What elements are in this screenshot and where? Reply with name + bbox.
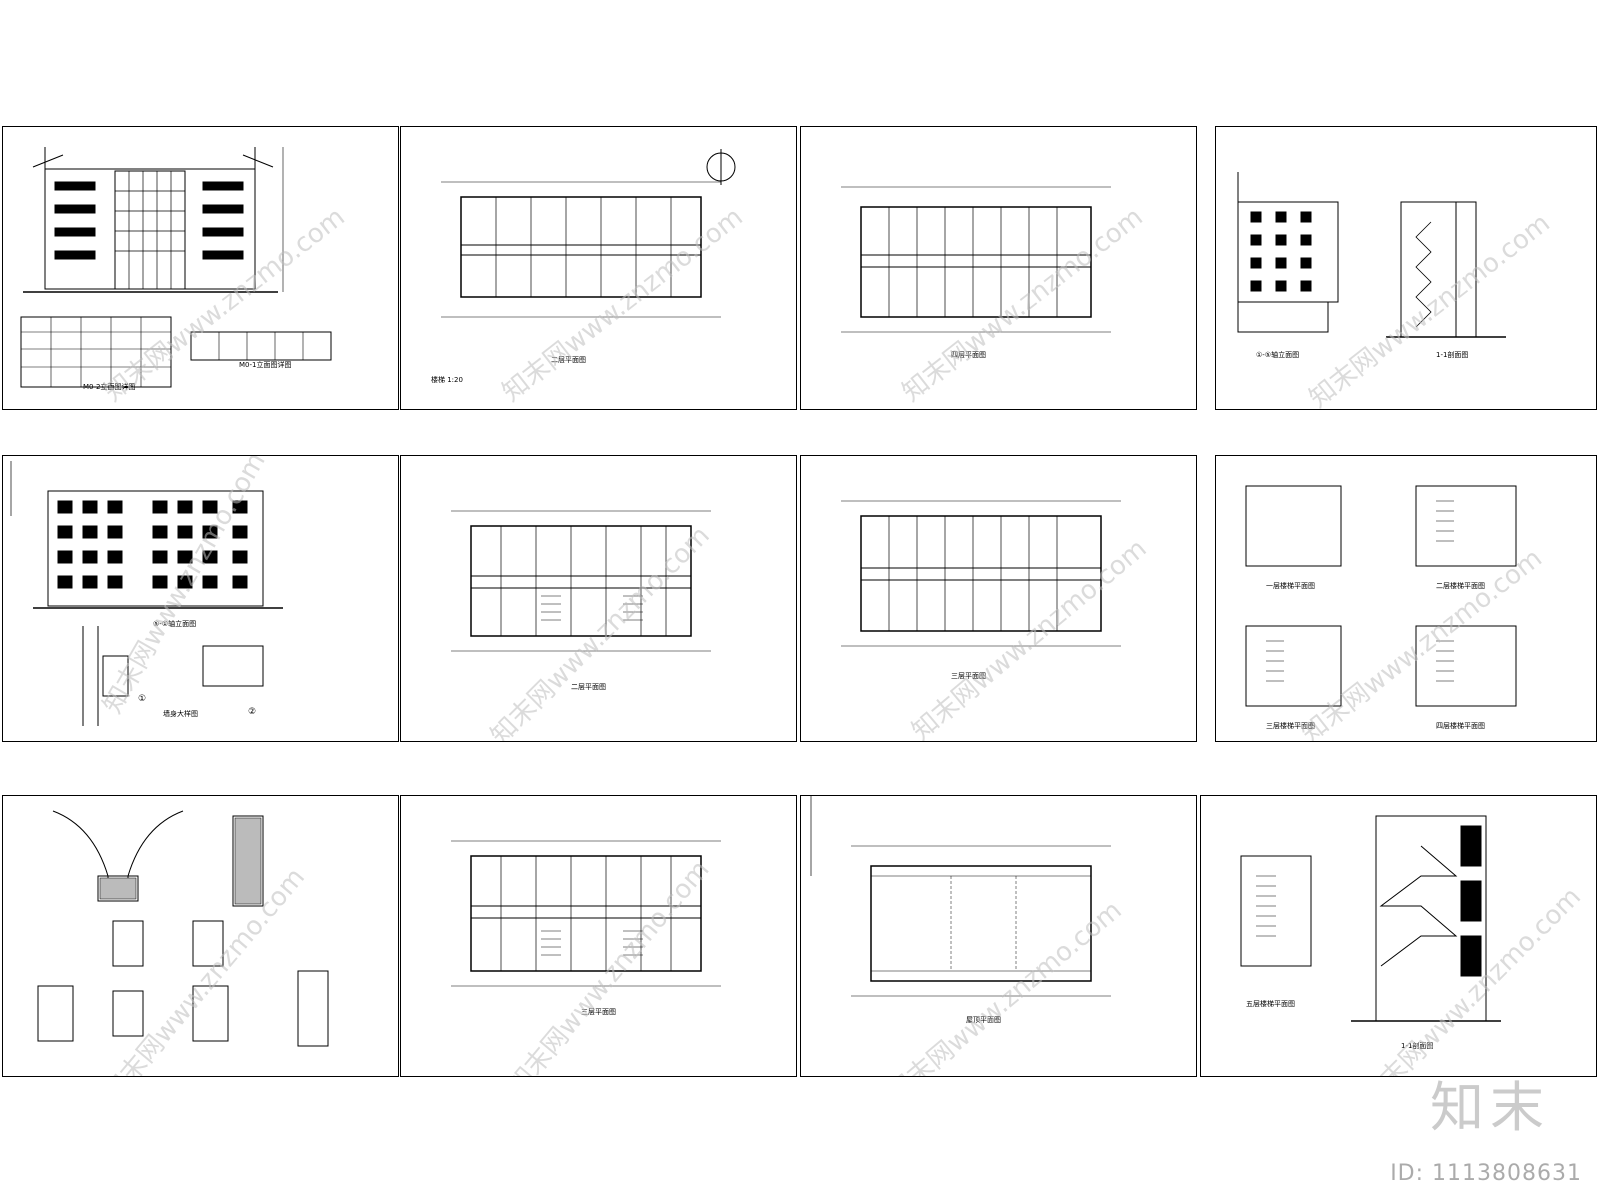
drawing-sheet-floorplan-2: 二层平面图 楼梯 1:20 知末网www.znzmo.com	[400, 126, 797, 410]
sheet-svg: 四层平面图 知末网www.znzmo.com	[841, 186, 1149, 408]
sheet-svg: 五层楼梯平面图 1-1剖面图 知末网www.znzmo.com	[1240, 815, 1587, 1076]
sheet-label: 墙身大样图	[163, 709, 198, 718]
image-id-watermark: ID: 1113808631	[1390, 1161, 1582, 1186]
drawing-sheet-elevation-1: M0-1立面图详图 M0-2立面图详图 知末网www.znzmo.com	[2, 126, 399, 410]
sheet-label: 一层楼梯平面图	[1266, 581, 1315, 590]
drawing-sheet-floorplan-2b: 二层平面图 知末网www.znzmo.com	[400, 455, 797, 742]
sheet-label: 五层楼梯平面图	[1246, 999, 1295, 1008]
sheet-label: ①	[138, 694, 146, 704]
sheet-label: 1-1剖面图	[1436, 350, 1468, 359]
sheet-svg: 二层平面图 知末网www.znzmo.com	[451, 510, 716, 741]
sheet-svg: 二层平面图 楼梯 1:20 知末网www.znzmo.com	[431, 149, 749, 408]
sheet-label: 1-1剖面图	[1401, 1041, 1433, 1050]
sheet-svg: 一层楼梯平面图 二层楼梯平面图 三层楼梯平面图 四层楼梯平面图 知末网www.z…	[1245, 485, 1548, 741]
diagonal-watermark: 知末网www.znzmo.com	[485, 521, 716, 741]
sheet-label: 屋顶平面图	[966, 1016, 1001, 1024]
sheet-label: ⑤-①轴立面图	[153, 619, 196, 628]
diagonal-watermark: 知末网www.znzmo.com	[502, 855, 715, 1076]
sheet-label: 四层平面图	[951, 351, 986, 359]
drawing-sheet-floorplan-3: 三层平面图 知末网www.znzmo.com	[800, 455, 1197, 742]
diagonal-watermark: 知末网www.znzmo.com	[1296, 543, 1548, 741]
drawing-sheet-stair-section: 五层楼梯平面图 1-1剖面图 知末网www.znzmo.com	[1200, 795, 1597, 1077]
sheet-label: 楼梯 1:20	[431, 375, 463, 384]
drawing-sheet-roof-plan: 屋顶平面图 知末网www.znzmo.com	[800, 795, 1197, 1077]
sheet-svg: 屋顶平面图 知末网www.znzmo.com	[810, 796, 1128, 1076]
drawing-sheet-floorplan-3b: 三层平面图 知末网www.znzmo.com	[400, 795, 797, 1077]
sheet-label: M0-1立面图详图	[239, 360, 291, 369]
diagonal-watermark: 知末网www.znzmo.com	[497, 202, 749, 408]
sheet-svg: ⑤-①轴立面图 墙身大样图 ② ① 知末网www.znzmo.com	[10, 456, 283, 726]
drawing-sheet-details: 知末网www.znzmo.com	[2, 795, 399, 1077]
sheet-label: 二层平面图	[551, 356, 586, 364]
sheet-label: 三层平面图	[951, 672, 986, 680]
sheet-svg: M0-1立面图详图 M0-2立面图详图 知末网www.znzmo.com	[20, 147, 351, 408]
drawing-sheet-elevation-section: ①-⑤轴立面图 1-1剖面图 知末网www.znzmo.com	[1215, 126, 1597, 410]
diagonal-watermark: 知末网www.znzmo.com	[1304, 208, 1556, 409]
sheet-label: 二层楼梯平面图	[1436, 581, 1485, 590]
sheet-label: ②	[248, 707, 256, 717]
drawing-sheet-floorplan-4: 四层平面图 知末网www.znzmo.com	[800, 126, 1197, 410]
drawing-sheet-elevation-2: ⑤-①轴立面图 墙身大样图 ② ① 知末网www.znzmo.com	[2, 455, 399, 742]
znzmo-logo-watermark: 知末	[1430, 1076, 1550, 1139]
diagonal-watermark: 知末网www.znzmo.com	[897, 202, 1149, 408]
sheet-svg: ①-⑤轴立面图 1-1剖面图 知末网www.znzmo.com	[1237, 172, 1556, 409]
sheet-svg: 知末网www.znzmo.com	[37, 810, 329, 1076]
diagonal-watermark: 知末网www.znzmo.com	[882, 895, 1128, 1076]
sheet-svg: 三层平面图 知末网www.znzmo.com	[451, 840, 721, 1076]
sheet-label: 二层平面图	[571, 683, 606, 691]
sheet-svg: 三层平面图 知末网www.znzmo.com	[841, 500, 1152, 741]
sheet-label: 三层楼梯平面图	[1266, 721, 1315, 730]
sheet-label: M0-2立面图详图	[83, 382, 135, 391]
sheet-label: ①-⑤轴立面图	[1256, 350, 1299, 359]
sheet-label: 三层平面图	[581, 1008, 616, 1016]
drawing-sheet-stair-plans: 一层楼梯平面图 二层楼梯平面图 三层楼梯平面图 四层楼梯平面图 知末网www.z…	[1215, 455, 1597, 742]
diagonal-watermark: 知末网www.znzmo.com	[906, 534, 1152, 741]
sheet-label: 四层楼梯平面图	[1436, 721, 1485, 730]
